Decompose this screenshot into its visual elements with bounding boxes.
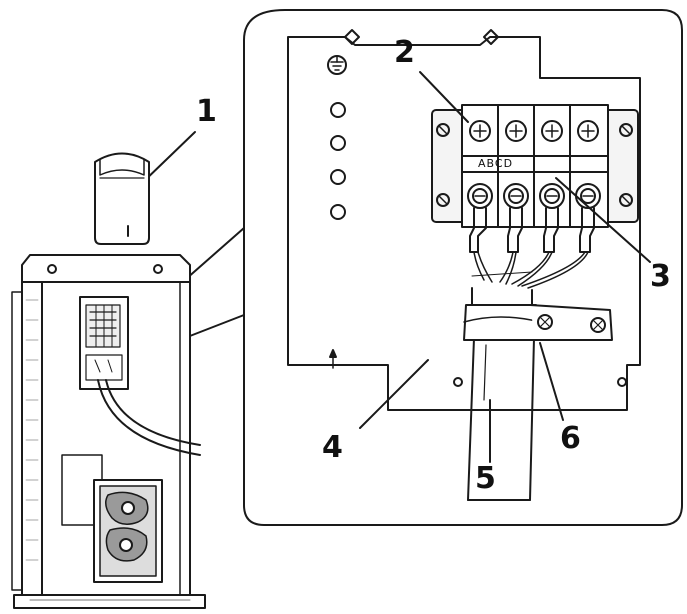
leader-6	[539, 342, 564, 421]
leader-3	[555, 177, 651, 263]
callout-5: 5	[475, 461, 496, 496]
indicator-led-1	[330, 102, 346, 118]
callout-1: 1	[196, 94, 217, 129]
power-cable	[467, 287, 535, 501]
detail-frame	[243, 9, 683, 526]
wire-bundle	[469, 207, 595, 289]
terminal-label-b: B	[486, 157, 495, 170]
leader-2	[419, 71, 469, 123]
indicator-led-2	[330, 135, 346, 151]
electric-box-panel	[287, 36, 641, 411]
indicator-led-3	[330, 169, 346, 185]
ground-symbol-icon	[327, 55, 347, 75]
callout-6: 6	[560, 421, 581, 456]
indicator-led-4	[330, 204, 346, 220]
terminal-label-c: C	[494, 157, 504, 170]
terminal-label-a: A	[478, 157, 487, 170]
terminal-block	[431, 104, 639, 228]
terminal-screw-upper-row	[469, 120, 599, 142]
panel-clip-left	[344, 29, 360, 45]
callout-4: 4	[322, 430, 343, 465]
terminal-label-d: D	[503, 157, 514, 170]
terminal-labels: ABCD	[478, 157, 513, 170]
panel-hole-2	[617, 377, 627, 387]
cover-panel	[94, 152, 150, 245]
outdoor-unit	[11, 254, 206, 609]
panel-clip-right	[483, 29, 499, 45]
callout-2: 2	[394, 35, 415, 70]
leader-4	[359, 359, 429, 429]
callout-3: 3	[650, 259, 671, 294]
cable-clamp	[463, 304, 613, 341]
panel-arrow-head	[329, 349, 337, 358]
panel-hole-1	[453, 377, 463, 387]
